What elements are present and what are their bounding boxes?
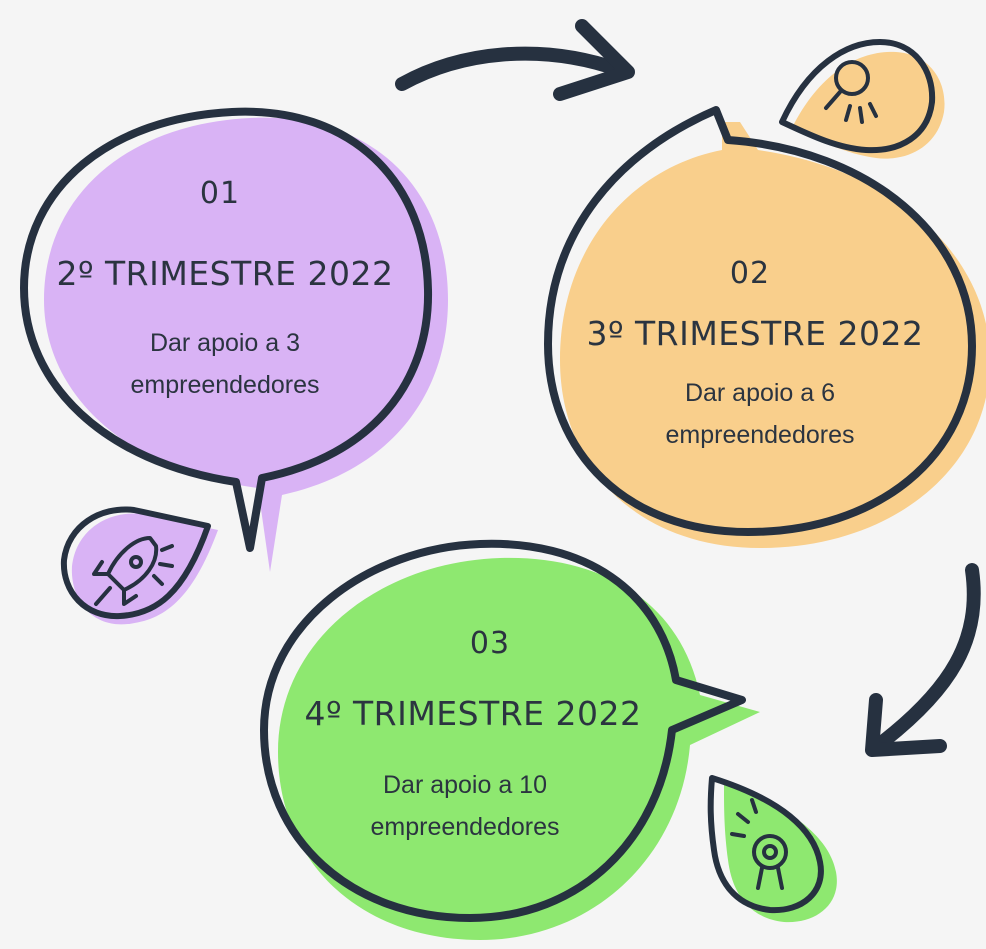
target-badge-outline (707, 775, 824, 914)
step-3-description-line2: empreendedores (370, 813, 560, 841)
step-3-period: 4º TRIMESTRE 2022 (304, 694, 642, 733)
step-3-bubble-fill (278, 557, 760, 940)
step-1-description-line2: empreendedores (130, 371, 320, 399)
step-1-bubble (20, 107, 448, 572)
step-2-number: 02 (729, 256, 771, 291)
step-2-bubble-fill (560, 122, 986, 548)
target-icon (730, 798, 788, 890)
step-3-bubble-outline (260, 539, 746, 922)
arrow-2-to-3-shaft (873, 563, 981, 751)
arrow-1-to-2-head (553, 19, 635, 101)
target-badge (707, 775, 837, 923)
step-3-number: 03 (469, 626, 511, 661)
step-2-period: 3º TRIMESTRE 2022 (586, 314, 924, 353)
rocket-badge-fill (71, 513, 218, 625)
step-3-description-line1: Dar apoio a 10 (382, 771, 547, 799)
magnifier-badge-outline (779, 39, 936, 154)
step-1-description-line1: Dar apoio a 3 (149, 329, 301, 357)
magnifier-badge (779, 39, 945, 159)
arrow-2-to-3 (865, 563, 981, 757)
step-1-period: 2º TRIMESTRE 2022 (56, 254, 394, 293)
step-1-number: 01 (199, 176, 241, 211)
step-2-bubble (544, 106, 986, 548)
target-badge-fill (724, 784, 837, 923)
rocket-icon (92, 536, 174, 606)
step-1-bubble-fill (44, 117, 448, 572)
step-2-description-line2: empreendedores (665, 421, 855, 449)
step-1-bubble-outline (20, 107, 433, 552)
step-2-bubble-outline (544, 106, 976, 536)
magnifier-badge-fill (792, 51, 945, 159)
arrow-2-to-3-head (865, 693, 947, 757)
magnifier-icon (824, 60, 878, 124)
step-3-bubble (260, 539, 760, 940)
rocket-badge-outline (60, 506, 211, 620)
arrow-1-to-2 (395, 19, 635, 101)
step-2-description-line1: Dar apoio a 6 (684, 379, 836, 407)
rocket-badge (60, 506, 218, 625)
arrow-1-to-2-shaft (395, 46, 627, 91)
